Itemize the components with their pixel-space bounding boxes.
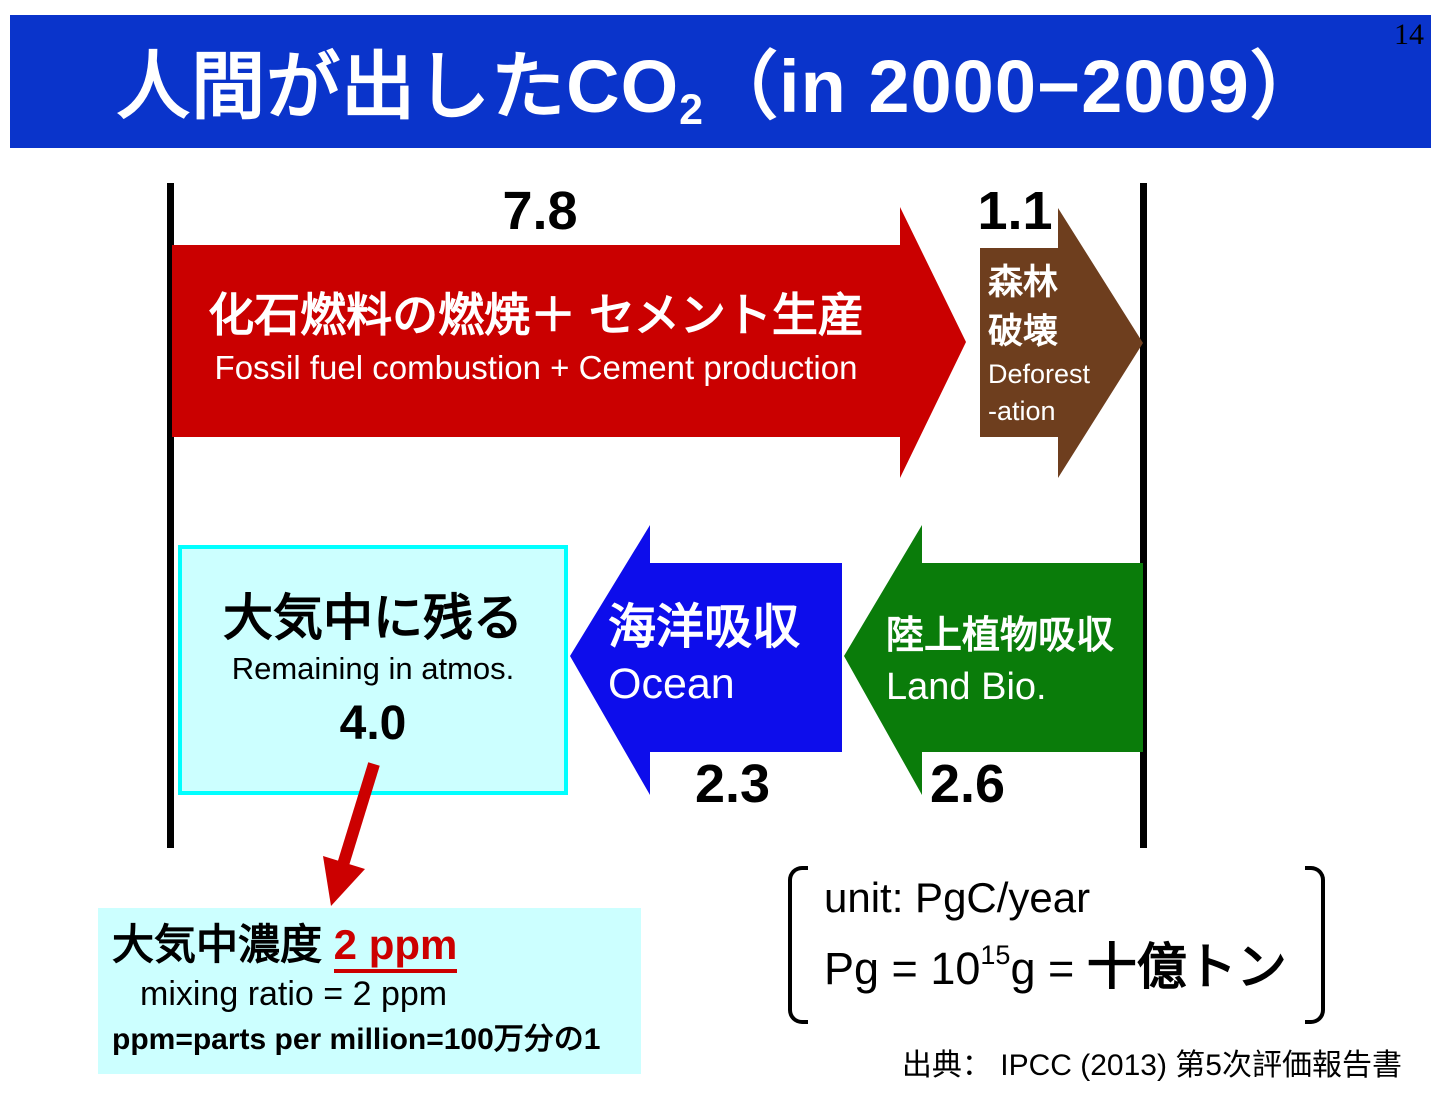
deforestation-value-label: 1.1 xyxy=(977,181,1053,241)
title-subscript: 2 xyxy=(679,86,705,135)
deforestation-label-en-line2: -ation xyxy=(988,396,1056,426)
land-bio-label-en: Land Bio. xyxy=(886,666,1047,708)
source-citation: 出典： IPCC (2013) 第5次評価報告書 xyxy=(901,1049,1402,1082)
deforestation-label-jp-line2: 破壊 xyxy=(988,312,1059,351)
remaining-atmosphere-value: 4.0 xyxy=(339,696,407,750)
remaining-atmosphere-box: 大気中に残る Remaining in atmos. 4.0 xyxy=(178,545,568,795)
land-bio-label-jp: 陸上植物吸収 xyxy=(886,615,1115,657)
title-bar: 人間が出したCO2（in 2000−2009） xyxy=(10,15,1431,148)
unit-note-line2: Pg = 1015g = 十億トン xyxy=(824,924,1287,1000)
fossil-label-jp: 化石燃料の燃焼＋ セメント生産 xyxy=(208,289,864,341)
unit-line2-prefix: Pg = 10 xyxy=(824,943,981,994)
boundary-line-left xyxy=(167,183,174,848)
unit-line2-jp: 十億トン xyxy=(1086,939,1287,995)
fossil-value-label: 7.8 xyxy=(502,181,578,241)
unit-note: unit: PgC/year Pg = 1015g = 十億トン xyxy=(788,866,1325,1024)
unit-line2-superscript: 15 xyxy=(980,940,1011,970)
unit-note-line1: unit: PgC/year xyxy=(824,874,1091,921)
concentration-highlight: 2 ppm xyxy=(333,921,458,973)
page-number: 14 xyxy=(1394,18,1424,51)
concentration-line3: ppm=parts per million=100万分の1 xyxy=(112,1023,601,1057)
remaining-atmosphere-label-en: Remaining in atmos. xyxy=(231,650,515,686)
land-bio-value-label: 2.6 xyxy=(929,754,1006,814)
unit-line2-mid: g = xyxy=(1010,943,1087,994)
unit-note-text: unit: PgC/year Pg = 1015g = 十億トン xyxy=(808,866,1305,1024)
ocean-label-jp: 海洋吸収 xyxy=(608,601,801,654)
deforestation-label-jp-line1: 森林 xyxy=(988,263,1059,302)
land-bio-arrow-text: 陸上植物吸収 Land Bio. xyxy=(886,610,1114,712)
title-suffix: （in 2000−2009） xyxy=(704,45,1325,129)
concentration-line1: 大気中濃度 2 ppm xyxy=(112,920,631,973)
fossil-arrow-text: 化石燃料の燃焼＋ セメント生産 Fossil fuel combustion +… xyxy=(175,287,897,385)
ocean-label-en: Ocean xyxy=(608,660,735,708)
concentration-label-jp: 大気中濃度 xyxy=(112,921,334,968)
ocean-value-label: 2.3 xyxy=(694,754,771,814)
remaining-atmosphere-label-jp: 大気中に残る xyxy=(223,590,523,647)
deforestation-arrow-text: 森林 破壊 Deforest -ation xyxy=(988,258,1090,430)
deforestation-label-en-line1: Deforest xyxy=(988,359,1091,389)
bracket-left xyxy=(788,866,808,1024)
concentration-line2: mixing ratio = 2 ppm xyxy=(140,975,448,1014)
concentration-note-box: 大気中濃度 2 ppm mixing ratio = 2 ppm ppm=par… xyxy=(98,908,641,1074)
bracket-right xyxy=(1304,866,1325,1024)
ocean-arrow-text: 海洋吸収 Ocean xyxy=(608,598,800,710)
title-main: 人間が出したCO xyxy=(116,45,680,129)
page-title: 人間が出したCO2（in 2000−2009） xyxy=(116,27,1325,135)
boundary-line-right xyxy=(1140,183,1147,848)
fossil-label-en: Fossil fuel combustion + Cement producti… xyxy=(214,349,858,386)
